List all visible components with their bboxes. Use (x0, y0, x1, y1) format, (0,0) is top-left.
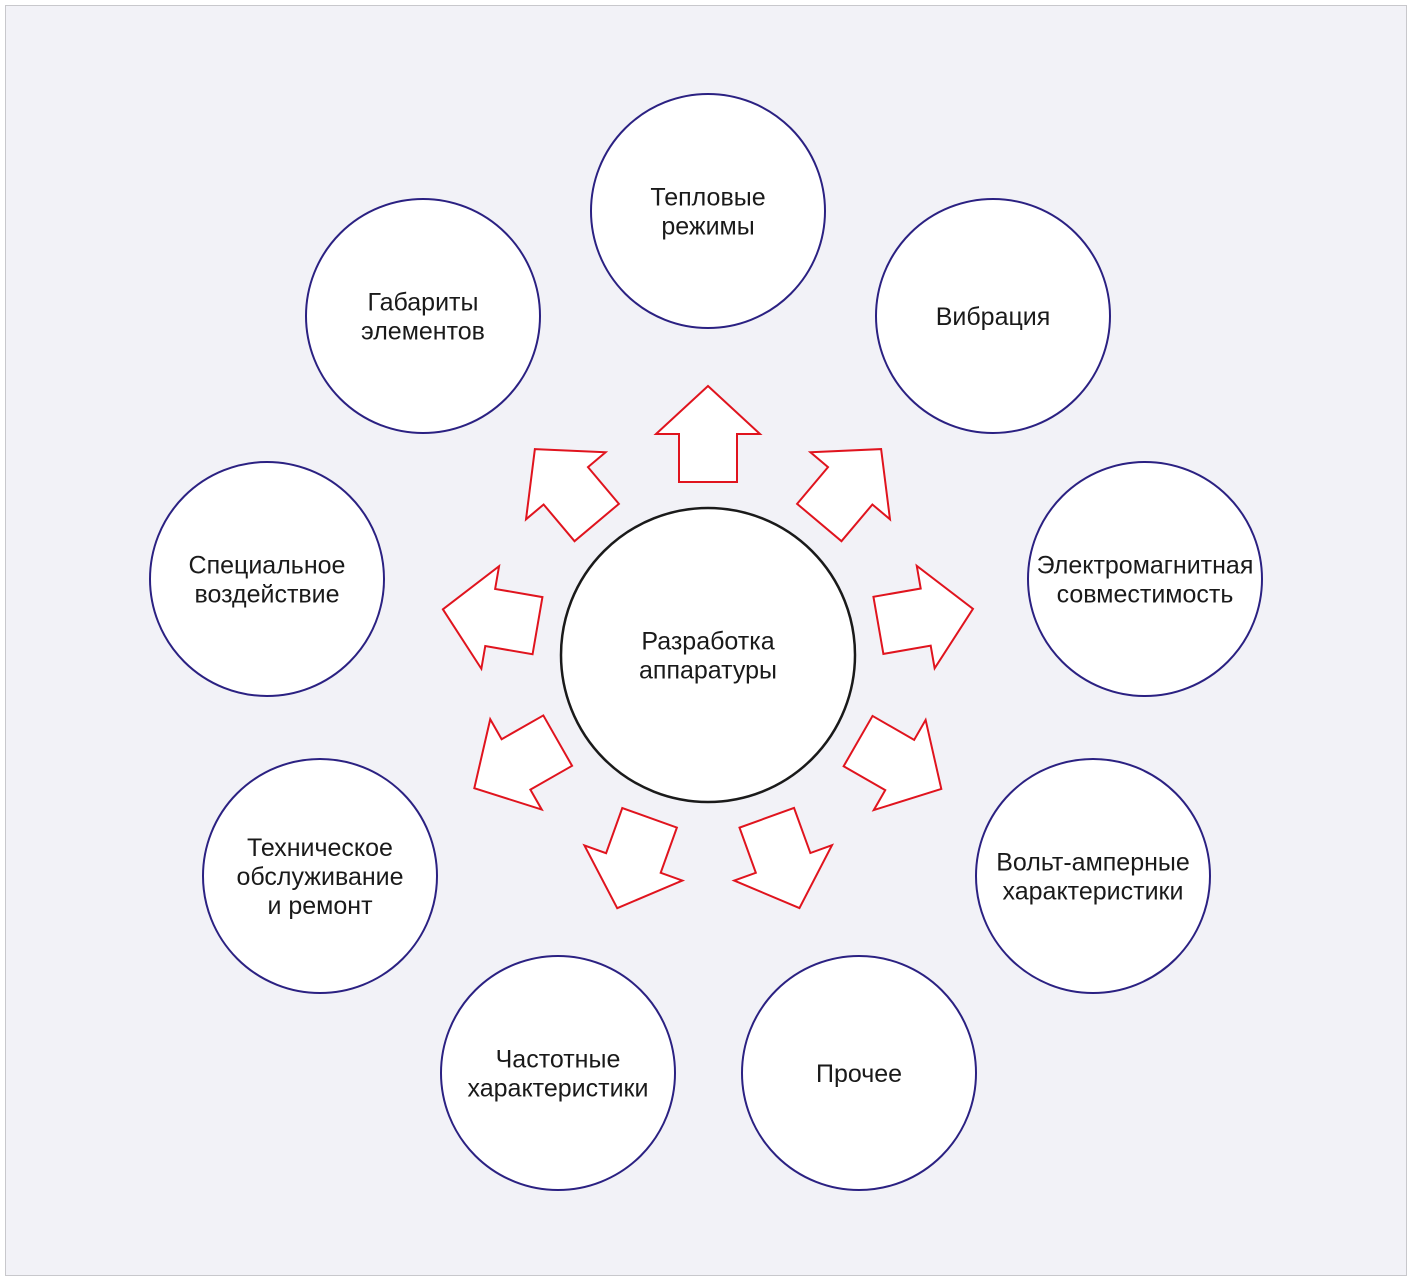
node-label-special-impact-line: воздействие (194, 581, 339, 609)
arrow-to-frequency (582, 806, 686, 910)
node-label-maintenance-line: и ремонт (267, 892, 373, 920)
node-circle-volt-ampere (975, 758, 1211, 994)
node-circle-frequency (440, 955, 676, 1191)
arrow-to-other (731, 806, 835, 910)
node-circle-element-dimensions (305, 198, 541, 434)
arrow-to-element-dimensions (524, 448, 621, 543)
node-circle-other (741, 955, 977, 1191)
arrow-to-thermal-modes (653, 384, 763, 483)
node-label-volt-ampere-line: характеристики (1003, 878, 1184, 906)
node-circle-special-impact (149, 461, 385, 697)
node-label-maintenance-line: обслуживание (236, 863, 403, 891)
arrow-to-emc (872, 563, 975, 672)
node-vibration: Вибрация (875, 198, 1111, 434)
arrow-to-special-impact (441, 563, 544, 672)
node-label-element-dimensions-line: Габариты (368, 289, 479, 317)
arrows-layer (441, 384, 975, 910)
node-other: Прочее (741, 955, 977, 1191)
node-label-vibration-line: Вибрация (936, 303, 1051, 331)
center-node-label-line: Разработка (641, 628, 774, 656)
node-label-thermal-modes-line: Тепловые (650, 184, 765, 212)
node-label-emc-line: Электромагнитная (1037, 552, 1254, 580)
node-label-other-line: Прочее (816, 1060, 902, 1088)
node-label-frequency-line: Частотные (496, 1046, 621, 1074)
node-circle-emc (1027, 461, 1263, 697)
node-label-maintenance-line: Техническое (247, 834, 393, 862)
node-label-element-dimensions-line: элементов (361, 318, 485, 346)
node-label-frequency-line: характеристики (468, 1075, 649, 1103)
arrow-to-vibration (795, 448, 892, 543)
node-circle-thermal-modes (590, 93, 826, 329)
node-label-emc-line: совместимость (1057, 581, 1234, 609)
node-circle-vibration (875, 198, 1111, 434)
node-label-volt-ampere-line: Вольт-амперные (996, 849, 1190, 877)
node-circle-maintenance (202, 758, 438, 994)
center-node-circle (559, 506, 857, 804)
center-node-label-line: аппаратуры (639, 657, 777, 685)
node-label-special-impact-line: Специальное (189, 552, 346, 580)
arrow-to-volt-ampere (842, 714, 943, 812)
arrow-to-maintenance (473, 714, 574, 812)
node-label-thermal-modes-line: режимы (661, 213, 754, 241)
